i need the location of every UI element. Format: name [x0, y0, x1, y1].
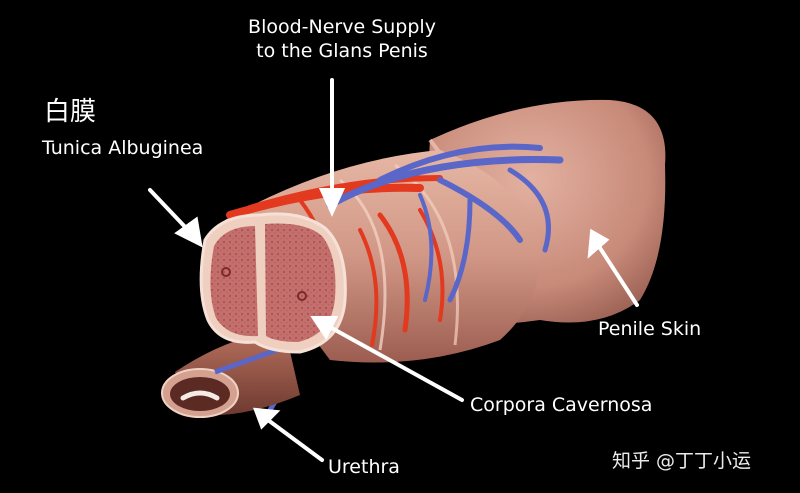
cavernous-artery-left [221, 267, 231, 277]
urethra-lumen [180, 390, 220, 401]
watermark: 知乎 @丁丁小运 [612, 450, 752, 472]
corpus-cavernosum-left [210, 226, 258, 337]
corpus-cavernosum-right [265, 223, 336, 342]
cavernous-artery-right [297, 291, 307, 301]
pointer-arrows [148, 78, 639, 462]
arrow-corpora [326, 324, 464, 402]
label-blood-nerve-line1: Blood-Nerve Supply [248, 16, 436, 38]
label-penile-skin: Penile Skin [598, 318, 702, 340]
label-blood-nerve-supply: Blood-Nerve Supply to the Glans Penis [206, 15, 478, 63]
label-blood-nerve-line2: to the Glans Penis [256, 40, 428, 62]
label-tunica-albuginea: Tunica Albuginea [42, 137, 204, 159]
arrow-urethra [266, 418, 324, 462]
label-corpora-cavernosa: Corpora Cavernosa [470, 394, 653, 416]
arrow-skin [598, 246, 639, 307]
arrow-tunica [148, 188, 190, 232]
label-tunica-chinese: 白膜 [44, 97, 97, 127]
label-urethra: Urethra [328, 456, 400, 478]
